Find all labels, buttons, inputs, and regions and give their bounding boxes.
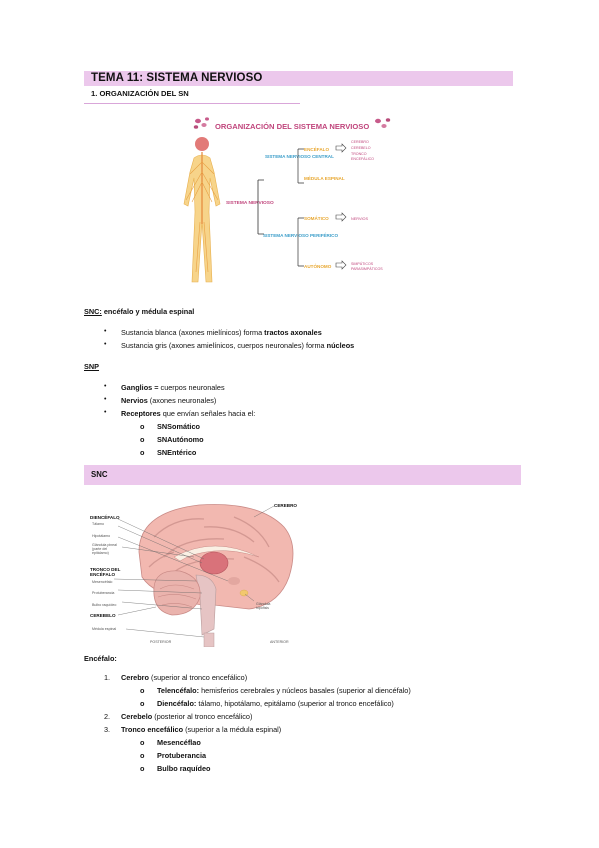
encefalo-item-3: TRONCO	[351, 152, 367, 156]
encefalo-label: ENCÉFALO	[304, 145, 329, 152]
page-title: TEMA 11: SISTEMA NERVIOSO	[91, 72, 263, 84]
encefalo-item-tronco: Tronco encefálico (superior a la médula …	[121, 725, 282, 734]
snp-item-2: Nervios (axones neuronales)	[121, 396, 217, 405]
encefalo-item-cerebro: Cerebro (superior al tronco encefálico)	[121, 673, 248, 682]
tronco-sub-1: Mesencéflao	[157, 738, 201, 747]
brain-label-talamo: Tálamo	[92, 522, 104, 526]
snp-subitem-3: SNEntérico	[157, 448, 197, 457]
encefalo-item-4: ENCEFÁLICO	[351, 157, 374, 161]
brain-sagittal-illustration	[113, 504, 294, 647]
brain-label-posterior: POSTERIOR	[150, 640, 172, 644]
sub-bullet-icon: o	[140, 751, 145, 760]
root-label: SISTEMA NERVIOSO	[226, 200, 274, 206]
autonomo-item-1: SIMPÁTICOS	[351, 262, 374, 266]
nervous-system-organization-diagram: ORGANIZACIÓN DEL SISTEMA NERVIOSO SISTEM…	[183, 117, 391, 283]
somatico-label: SOMÁTICO	[304, 215, 329, 221]
decorative-dots-left	[193, 117, 209, 129]
nervios-label: NERVIOS	[351, 217, 368, 221]
encefalo-heading: Encéfalo:	[84, 654, 117, 663]
cerebro-sub-diencefalo: Diencéfalo: tálamo, hipotálamo, epitálam…	[157, 699, 394, 708]
brain-label-cerebro: CEREBRO	[274, 503, 297, 508]
snc-label: SISTEMA NERVIOSO CENTRAL	[265, 154, 334, 159]
snc-band	[84, 465, 521, 485]
brain-label-medula: Médula espinal	[92, 627, 117, 631]
snc-intro-label: SNC:	[84, 307, 102, 316]
brain-label-bulbo: Bulbo raquídeo	[92, 603, 117, 607]
brain-label-anterior: ANTERIOR	[270, 640, 289, 644]
snc-intro-text: encéfalo y médula espinal	[101, 307, 195, 316]
sub-bullet-icon: o	[140, 435, 145, 444]
snc-item-1: Sustancia blanca (axones mielínicos) for…	[121, 328, 322, 337]
brain-label-pineal: Glándula pineal (parte del epitálamo)	[92, 543, 117, 555]
snp-heading: SNP	[84, 362, 100, 371]
encefalo-item-cerebelo: Cerebelo (posterior al tronco encefálico…	[121, 712, 253, 721]
snp-subitem-1: SNSomático	[157, 422, 200, 431]
brain-label-mesencefalo: Mesencéfalo	[92, 580, 113, 584]
autonomo-item-2: PARASIMPÁTICOS	[351, 267, 383, 271]
list-number: 2.	[104, 712, 111, 721]
snc-item-2: Sustancia gris (axones amielínicos, cuer…	[121, 341, 355, 350]
sub-bullet-icon: o	[140, 448, 145, 457]
diagram-title: ORGANIZACIÓN DEL SISTEMA NERVIOSO	[215, 122, 369, 131]
bullet-icon: •	[104, 383, 107, 390]
brain-label-tronco: TRONCO DEL ENCÉFALO	[90, 567, 121, 578]
snp-item-1: Ganglios = cuerpos neuronales	[121, 383, 225, 392]
cerebro-sub-telencefalo: Telencéfalo: hemisferios cerebrales y nú…	[157, 686, 411, 695]
snp-subitem-2: SNAutónomo	[157, 435, 204, 444]
snp-label: SISTEMA NERVIOSO PERIFÉRICO	[263, 231, 338, 238]
human-body-illustration	[183, 137, 221, 283]
brain-label-hipotalamo: Hipotálamo	[92, 534, 111, 538]
sub-bullet-icon: o	[140, 738, 145, 747]
bullet-icon: •	[104, 341, 107, 348]
brain-label-protuberancia: Protuberancia	[92, 591, 115, 595]
section-underline	[84, 103, 300, 104]
autonomo-label: AUTÓNOMO	[304, 262, 332, 269]
medula-label: MÉDULA ESPINAL	[304, 174, 345, 181]
sub-bullet-icon: o	[140, 699, 145, 708]
tronco-sub-3: Bulbo raquídeo	[157, 764, 211, 773]
title-band	[84, 71, 513, 86]
list-number: 3.	[104, 725, 111, 734]
encefalo-item-2: CEREBELO	[351, 146, 371, 150]
section-heading: 1. ORGANIZACIÓN DEL SN	[91, 89, 189, 98]
snc-band-title: SNC	[91, 470, 108, 479]
brain-label-diencefalo: DIENCÉFALO	[90, 515, 120, 520]
bullet-icon: •	[104, 328, 107, 335]
snc-intro-line: SNC: encéfalo y médula espinal	[84, 307, 194, 316]
arrow-icon	[335, 143, 347, 153]
list-number: 1.	[104, 673, 111, 682]
snp-item-3: Receptores que envían señales hacia el:	[121, 409, 256, 418]
brain-label-cerebelo: CEREBELO	[90, 613, 116, 618]
sub-bullet-icon: o	[140, 764, 145, 773]
bullet-icon: •	[104, 409, 107, 416]
sub-bullet-icon: o	[140, 686, 145, 695]
arrow-icon	[335, 260, 347, 270]
arrow-icon	[335, 212, 347, 222]
brain-label-hipofisis: Glándula hipófisis	[256, 602, 271, 610]
sub-bullet-icon: o	[140, 422, 145, 431]
bullet-icon: •	[104, 396, 107, 403]
encefalo-item-1: CEREBRO	[351, 140, 369, 144]
decorative-dots-right	[375, 118, 391, 128]
tronco-sub-2: Protuberancia	[157, 751, 207, 760]
